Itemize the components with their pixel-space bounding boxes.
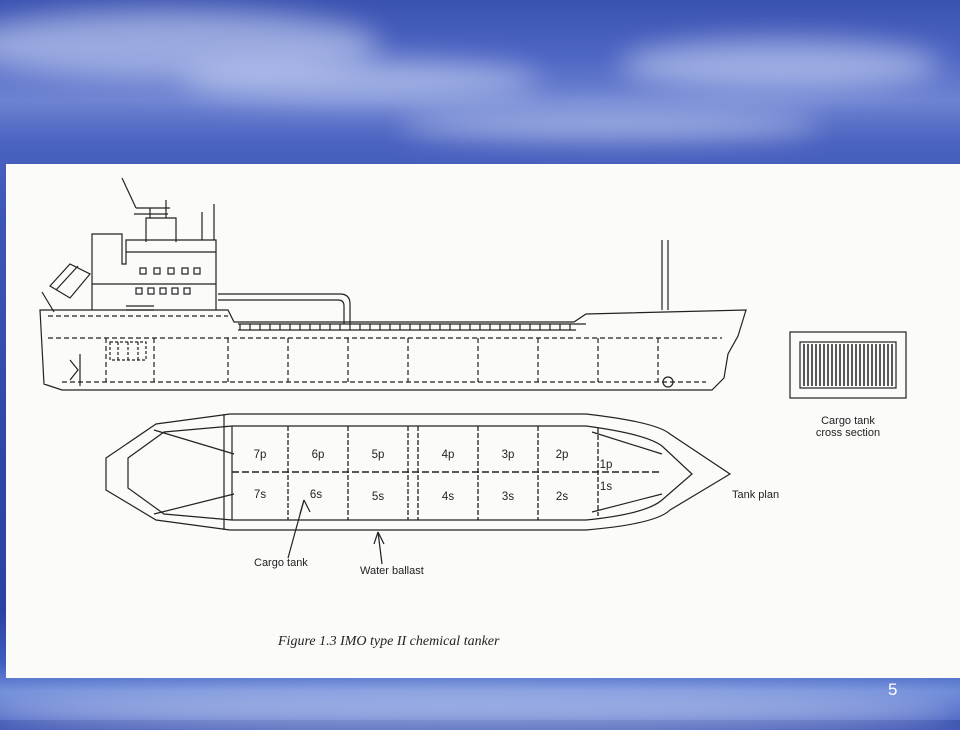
tank-plan-outline (105, 413, 732, 531)
ship-side-profile (39, 309, 747, 391)
tank-label: 2p (556, 449, 569, 461)
tank-label: 6s (310, 489, 322, 501)
cross-section-label-line1: Cargo tank (821, 415, 875, 427)
tank-label: 2s (556, 491, 568, 503)
tank-label: 7p (254, 449, 267, 461)
tank-label: 3p (502, 449, 515, 461)
tank-label: 4p (442, 449, 455, 461)
water-ballast-label: Water ballast (360, 565, 424, 577)
water-ballast-arrowhead (373, 531, 385, 545)
tanker-diagram: 7p 6p 5p 4p 3p 2p 1p 7s 6s 5s 4s 3s 2s 1… (39, 177, 907, 577)
slide-number: 5 (888, 680, 898, 699)
cargo-tank-label: Cargo tank (254, 557, 308, 569)
tank-label: 5s (372, 491, 384, 503)
tank-label: 6p (312, 449, 325, 461)
superstructure (41, 177, 669, 324)
figure-caption: Figure 1.3 IMO type II chemical tanker (278, 634, 500, 649)
water-ballast-pointer (377, 531, 383, 565)
cargo-tank-arrowhead (299, 499, 311, 515)
tank-label: 7s (254, 489, 266, 501)
tank-label: 1p (600, 459, 613, 471)
tank-label: 3s (502, 491, 514, 503)
cross-section-label-line2: cross section (816, 427, 880, 439)
figure-panel: 7p 6p 5p 4p 3p 2p 1p 7s 6s 5s 4s 3s 2s 1… (6, 164, 960, 678)
tank-label: 1s (600, 481, 612, 493)
cargo-tank-cross-section (789, 331, 907, 399)
tank-plan-label: Tank plan (732, 489, 779, 501)
tank-label: 5p (372, 449, 385, 461)
tank-label: 4s (442, 491, 454, 503)
